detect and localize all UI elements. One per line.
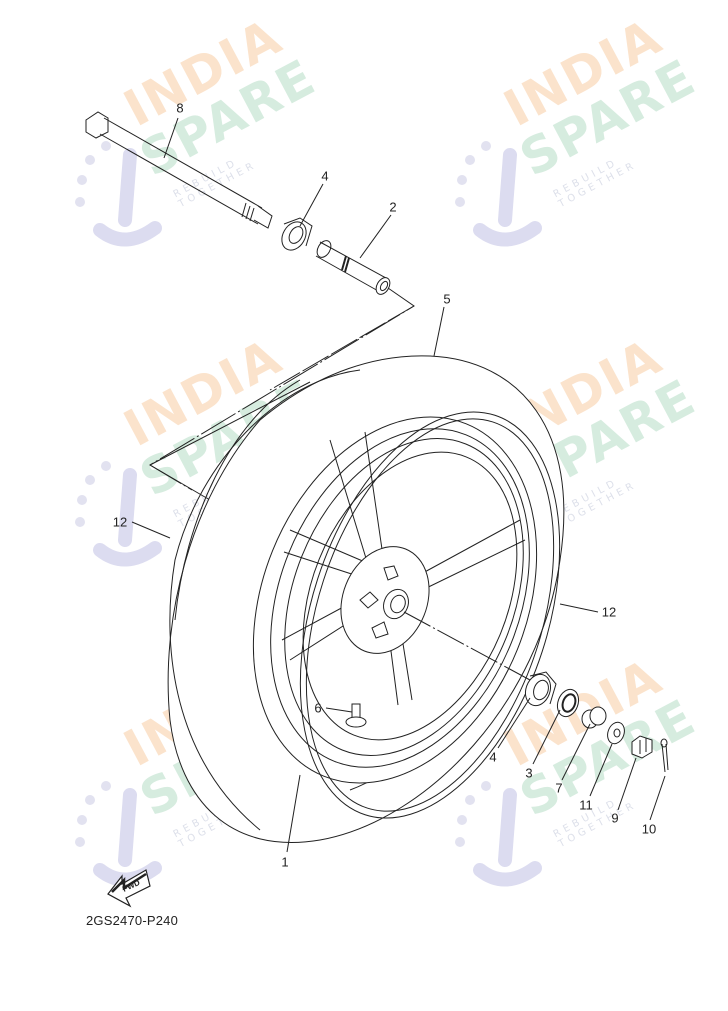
callout-3: 3 (525, 765, 533, 781)
cast-wheel-part (252, 416, 538, 784)
callout-10: 10 (641, 821, 657, 837)
axle-bolt-part (85, 111, 273, 229)
drawing-code: 2GS2470-P240 (86, 913, 179, 928)
callout-4-right: 4 (489, 749, 497, 765)
spacer-part (315, 240, 391, 295)
washer-part (607, 721, 625, 745)
castle-nut-part (631, 735, 653, 759)
callout-12-left: 12 (112, 514, 128, 530)
bearing-right-part (524, 671, 557, 707)
callout-2: 2 (389, 199, 397, 215)
callout-6: 6 (314, 700, 322, 716)
valve-part (345, 703, 367, 728)
collar-part (581, 706, 607, 729)
callout-8: 8 (176, 100, 184, 116)
callout-11: 11 (579, 797, 593, 813)
callout-1: 1 (281, 854, 289, 870)
bearing-left-part (281, 217, 313, 251)
callout-5: 5 (443, 291, 451, 307)
callout-9: 9 (611, 810, 619, 826)
rim-band-part (299, 411, 561, 819)
cotter-pin-part (660, 738, 669, 773)
oil-seal-part (556, 688, 580, 718)
callout-7: 7 (555, 780, 563, 796)
forward-arrow-icon (107, 869, 151, 908)
callout-4-left: 4 (321, 168, 329, 184)
callout-12-right: 12 (601, 604, 617, 620)
